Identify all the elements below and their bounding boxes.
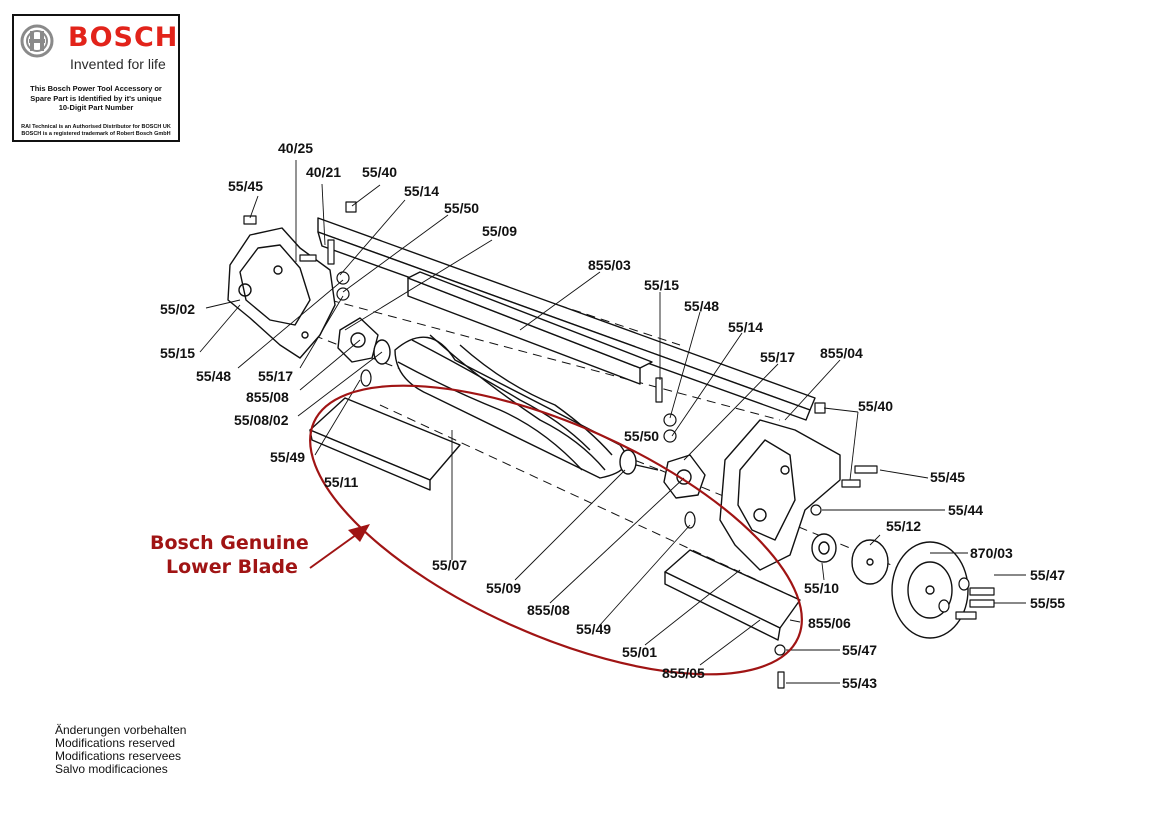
frame-bar-855-03 [317, 217, 816, 421]
part-label: 855/06 [808, 615, 851, 631]
lower-blade-highlight-ellipse [309, 384, 803, 676]
assembly-drawing [199, 160, 1026, 689]
part-label: 55/48 [196, 368, 231, 384]
part-labels: 40/25 40/21 55/40 55/45 55/14 55/50 55/0… [160, 140, 1065, 691]
modifications-line: Salvo modificaciones [55, 762, 168, 776]
bosch-armature-icon [20, 24, 54, 58]
part-label: 55/10 [804, 580, 839, 596]
modifications-line: Modifications reservees [55, 749, 182, 763]
assembly-axis-lines [299, 229, 941, 601]
part-label: 55/08/02 [234, 412, 289, 428]
part-label: 55/02 [160, 301, 195, 317]
distributor-note-line: BOSCH is a registered trademark of Rober… [21, 131, 171, 137]
modifications-notice: Änderungen vorbehalten Modifications res… [55, 724, 186, 776]
part-label: 40/21 [306, 164, 341, 180]
callout-arrow-icon [309, 524, 370, 569]
right-bearing-housing [663, 454, 706, 499]
accessory-note: This Bosch Power Tool Accessory or Spare… [18, 84, 174, 113]
part-label: 55/15 [644, 277, 679, 293]
part-label: 55/12 [886, 518, 921, 534]
part-label: 55/40 [858, 398, 893, 414]
part-label: 55/11 [324, 474, 358, 490]
part-label: 55/45 [930, 469, 965, 485]
part-label: 870/03 [970, 545, 1013, 561]
cutting-cylinder-reel [373, 334, 659, 479]
part-label: 55/43 [842, 675, 877, 691]
part-label: 855/03 [588, 257, 631, 273]
part-label: 55/47 [1030, 567, 1065, 583]
part-label: 855/04 [820, 345, 863, 361]
part-label: 55/40 [362, 164, 397, 180]
part-label: 55/49 [270, 449, 305, 465]
bosch-tagline: Invented for life [70, 56, 166, 72]
part-label: 855/08 [246, 389, 289, 405]
callout-line-1: Bosch Genuine [150, 532, 309, 554]
part-label: 40/25 [278, 140, 313, 156]
part-label: 55/07 [432, 557, 467, 573]
part-label: 55/49 [576, 621, 611, 637]
leader-lines [199, 160, 1026, 684]
part-label: 55/47 [842, 642, 877, 658]
left-bearing-housing [337, 317, 379, 363]
part-label: 55/50 [624, 428, 659, 444]
bushing-55-10 [811, 533, 837, 563]
screws [243, 201, 995, 689]
distributor-note-line: RAI Technical is an Authorised Distribut… [21, 124, 171, 130]
part-label: 55/09 [486, 580, 521, 596]
part-label: 55/09 [482, 223, 517, 239]
bosch-logo-box: BOSCH Invented for life This Bosch Power… [12, 14, 180, 142]
distributor-note: RAI Technical is an Authorised Distribut… [18, 124, 174, 138]
part-label: 855/08 [527, 602, 570, 618]
part-label: 55/45 [228, 178, 263, 194]
part-label: 55/48 [684, 298, 719, 314]
part-label: 55/14 [404, 183, 439, 199]
part-label: 55/17 [258, 368, 293, 384]
accessory-note-line: 10-Digit Part Number [58, 103, 134, 112]
part-label: 855/05 [662, 665, 705, 681]
part-label: 55/14 [728, 319, 763, 335]
lower-blade-55-01 [664, 549, 801, 641]
bosch-wordmark: BOSCH [68, 22, 179, 53]
part-label: 55/01 [622, 644, 657, 660]
part-label: 55/44 [948, 502, 983, 518]
modifications-line: Modifications reserved [55, 736, 176, 750]
part-label: 55/50 [444, 200, 479, 216]
accessory-note-line: This Bosch Power Tool Accessory or [30, 84, 162, 93]
pulley-55-12 [851, 539, 889, 585]
accessory-note-line: Spare Part is Identified by it's unique [30, 93, 162, 103]
part-label: 55/55 [1030, 595, 1065, 611]
part-label: 55/15 [160, 345, 195, 361]
part-label: 55/17 [760, 349, 795, 365]
modifications-line: Änderungen vorbehalten [55, 723, 187, 737]
callout-line-2: Lower Blade [166, 556, 298, 578]
left-side-plate-55-02 [227, 227, 336, 359]
drive-wheel-870-03 [891, 541, 969, 639]
lower-blade-55-11 [309, 397, 461, 491]
